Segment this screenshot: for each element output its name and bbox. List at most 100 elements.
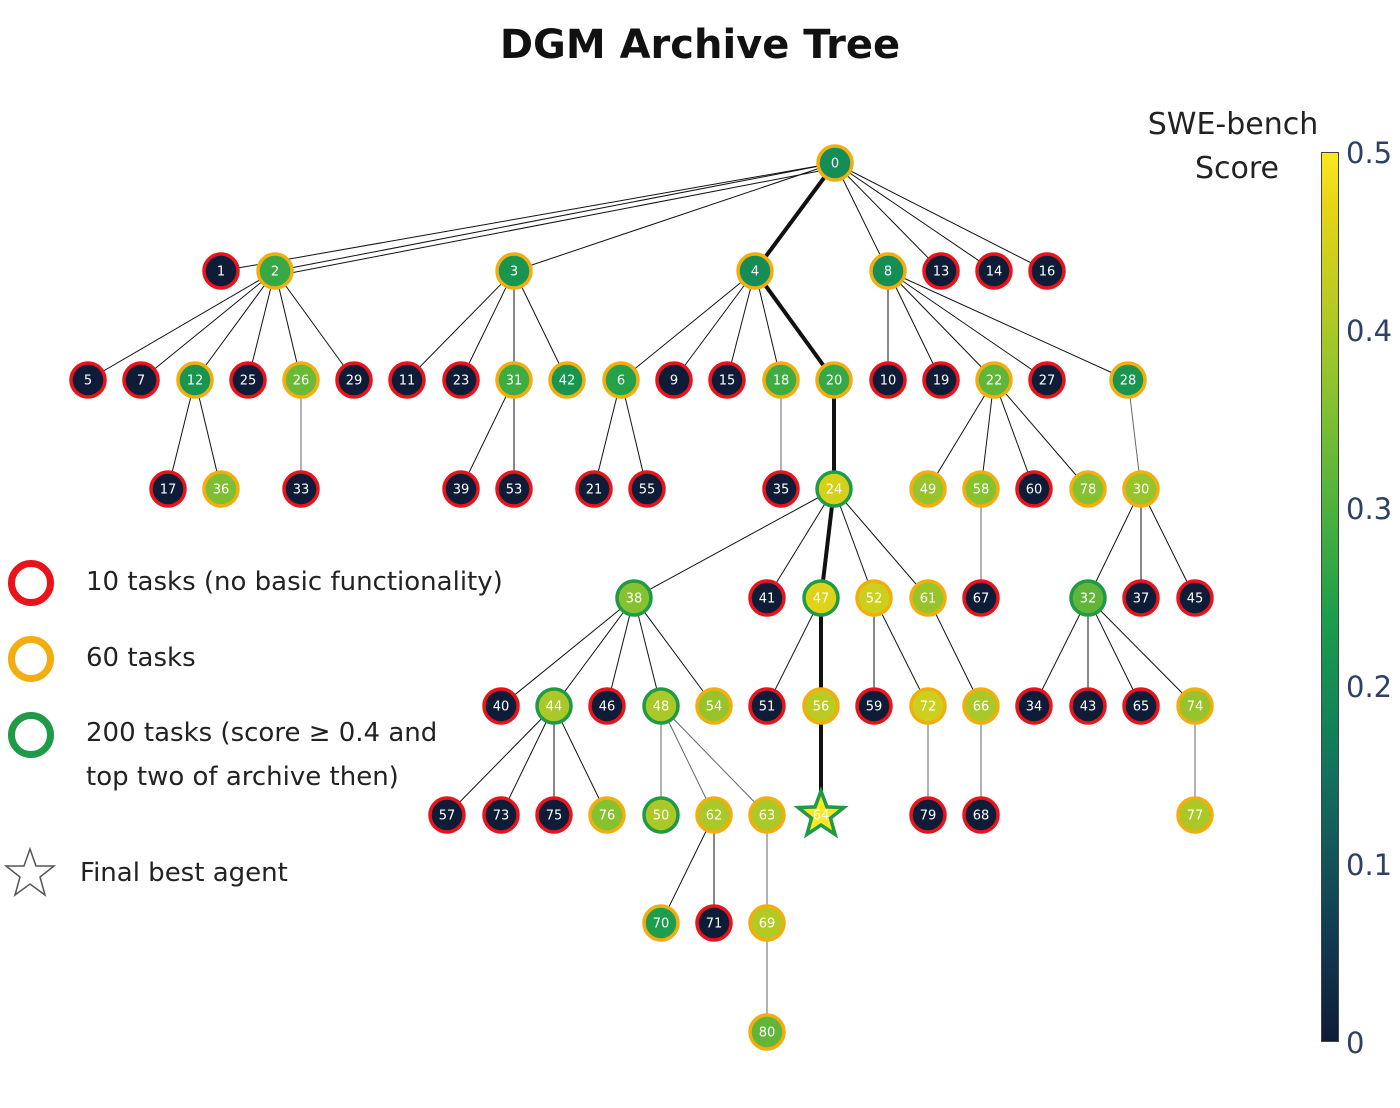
- tree-node-7[interactable]: 7: [122, 361, 160, 399]
- tree-node-16[interactable]: 16: [1028, 252, 1066, 290]
- node-circle: [748, 904, 786, 942]
- tree-node-61[interactable]: 61: [909, 579, 947, 617]
- tree-node-44[interactable]: 44: [535, 687, 573, 725]
- tree-node-30[interactable]: 30: [1122, 470, 1160, 508]
- tree-node-52[interactable]: 52: [855, 579, 893, 617]
- node-id-label: 36: [213, 483, 230, 498]
- tree-node-8[interactable]: 8: [869, 252, 907, 290]
- tree-node-63[interactable]: 63: [748, 796, 786, 834]
- tree-node-72[interactable]: 72: [909, 687, 947, 725]
- tree-node-46[interactable]: 46: [588, 687, 626, 725]
- node-circle: [1028, 361, 1066, 399]
- tree-node-11[interactable]: 11: [388, 361, 426, 399]
- tree-node-59[interactable]: 59: [855, 687, 893, 725]
- node-id-label: 68: [973, 809, 990, 824]
- tree-node-39[interactable]: 39: [442, 470, 480, 508]
- tree-node-51[interactable]: 51: [748, 687, 786, 725]
- tree-node-49[interactable]: 49: [909, 470, 947, 508]
- tree-node-66[interactable]: 66: [962, 687, 1000, 725]
- tree-node-47[interactable]: 47: [802, 579, 840, 617]
- tree-node-21[interactable]: 21: [575, 470, 613, 508]
- tree-node-74[interactable]: 74: [1176, 687, 1214, 725]
- tree-node-53[interactable]: 53: [495, 470, 533, 508]
- tree-node-19[interactable]: 19: [922, 361, 960, 399]
- tree-node-54[interactable]: 54: [695, 687, 733, 725]
- tree-node-31[interactable]: 31: [495, 361, 533, 399]
- node-circle: [69, 361, 107, 399]
- tree-node-10[interactable]: 10: [869, 361, 907, 399]
- tree-node-13[interactable]: 13: [922, 252, 960, 290]
- tree-node-15[interactable]: 15: [708, 361, 746, 399]
- tree-node-45[interactable]: 45: [1176, 579, 1214, 617]
- tree-node-70[interactable]: 70: [642, 904, 680, 942]
- node-id-label: 2: [271, 265, 279, 280]
- tree-node-48[interactable]: 48: [642, 687, 680, 725]
- tree-node-37[interactable]: 37: [1122, 579, 1160, 617]
- tree-node-79[interactable]: 79: [909, 796, 947, 834]
- node-circle: [695, 904, 733, 942]
- node-id-label: 28: [1120, 374, 1137, 389]
- tree-node-71[interactable]: 71: [695, 904, 733, 942]
- node-circle: [388, 361, 426, 399]
- tree-node-32[interactable]: 32: [1069, 579, 1107, 617]
- tree-node-62[interactable]: 62: [695, 796, 733, 834]
- tree-node-77[interactable]: 77: [1176, 796, 1214, 834]
- tree-node-69[interactable]: 69: [748, 904, 786, 942]
- tree-node-9[interactable]: 9: [655, 361, 693, 399]
- tree-node-40[interactable]: 40: [482, 687, 520, 725]
- tree-node-1[interactable]: 1: [202, 252, 240, 290]
- tree-node-35[interactable]: 35: [762, 470, 800, 508]
- tree-node-28[interactable]: 28: [1109, 361, 1147, 399]
- tree-node-43[interactable]: 43: [1069, 687, 1107, 725]
- node-id-label: 42: [559, 374, 576, 389]
- tree-node-55[interactable]: 55: [628, 470, 666, 508]
- tree-node-64[interactable]: 64: [793, 785, 849, 839]
- tree-node-50[interactable]: 50: [642, 796, 680, 834]
- tree-node-26[interactable]: 26: [282, 361, 320, 399]
- tree-node-36[interactable]: 36: [202, 470, 240, 508]
- tree-node-2[interactable]: 2: [256, 252, 294, 290]
- node-id-label: 56: [813, 700, 830, 715]
- tree-node-41[interactable]: 41: [748, 579, 786, 617]
- tree-node-75[interactable]: 75: [535, 796, 573, 834]
- tree-node-17[interactable]: 17: [149, 470, 187, 508]
- tree-node-33[interactable]: 33: [282, 470, 320, 508]
- tree-node-23[interactable]: 23: [442, 361, 480, 399]
- tree-node-56[interactable]: 56: [802, 687, 840, 725]
- tree-node-27[interactable]: 27: [1028, 361, 1066, 399]
- tree-node-12[interactable]: 12: [176, 361, 214, 399]
- colorbar-tick: 0: [1346, 1026, 1365, 1060]
- tree-node-67[interactable]: 67: [962, 579, 1000, 617]
- tree-node-57[interactable]: 57: [428, 796, 466, 834]
- tree-node-4[interactable]: 4: [736, 252, 774, 290]
- tree-node-76[interactable]: 76: [588, 796, 626, 834]
- tree-node-29[interactable]: 29: [335, 361, 373, 399]
- tree-node-73[interactable]: 73: [482, 796, 520, 834]
- tree-edge: [927, 597, 982, 707]
- node-id-label: 47: [813, 592, 830, 607]
- node-id-label: 14: [986, 265, 1003, 280]
- tree-node-5[interactable]: 5: [69, 361, 107, 399]
- tree-node-25[interactable]: 25: [229, 361, 267, 399]
- tree-node-22[interactable]: 22: [975, 361, 1013, 399]
- tree-node-3[interactable]: 3: [495, 252, 533, 290]
- tree-node-60[interactable]: 60: [1015, 470, 1053, 508]
- best-agent-star-icon: [793, 785, 849, 839]
- tree-node-0[interactable]: 0: [816, 144, 854, 182]
- tree-node-65[interactable]: 65: [1122, 687, 1160, 725]
- tree-node-38[interactable]: 38: [615, 579, 653, 617]
- tree-node-68[interactable]: 68: [962, 796, 1000, 834]
- tree-node-58[interactable]: 58: [962, 470, 1000, 508]
- tree-node-20[interactable]: 20: [815, 361, 853, 399]
- tree-node-80[interactable]: 80: [748, 1013, 786, 1051]
- tree-node-42[interactable]: 42: [548, 361, 586, 399]
- tree-node-14[interactable]: 14: [975, 252, 1013, 290]
- node-circle: [335, 361, 373, 399]
- tree-node-24[interactable]: 24: [815, 470, 853, 508]
- tree-node-34[interactable]: 34: [1015, 687, 1053, 725]
- tree-node-18[interactable]: 18: [762, 361, 800, 399]
- node-circle: [909, 687, 947, 725]
- tree-node-78[interactable]: 78: [1069, 470, 1107, 508]
- tree-node-6[interactable]: 6: [602, 361, 640, 399]
- tree-edge: [927, 379, 995, 490]
